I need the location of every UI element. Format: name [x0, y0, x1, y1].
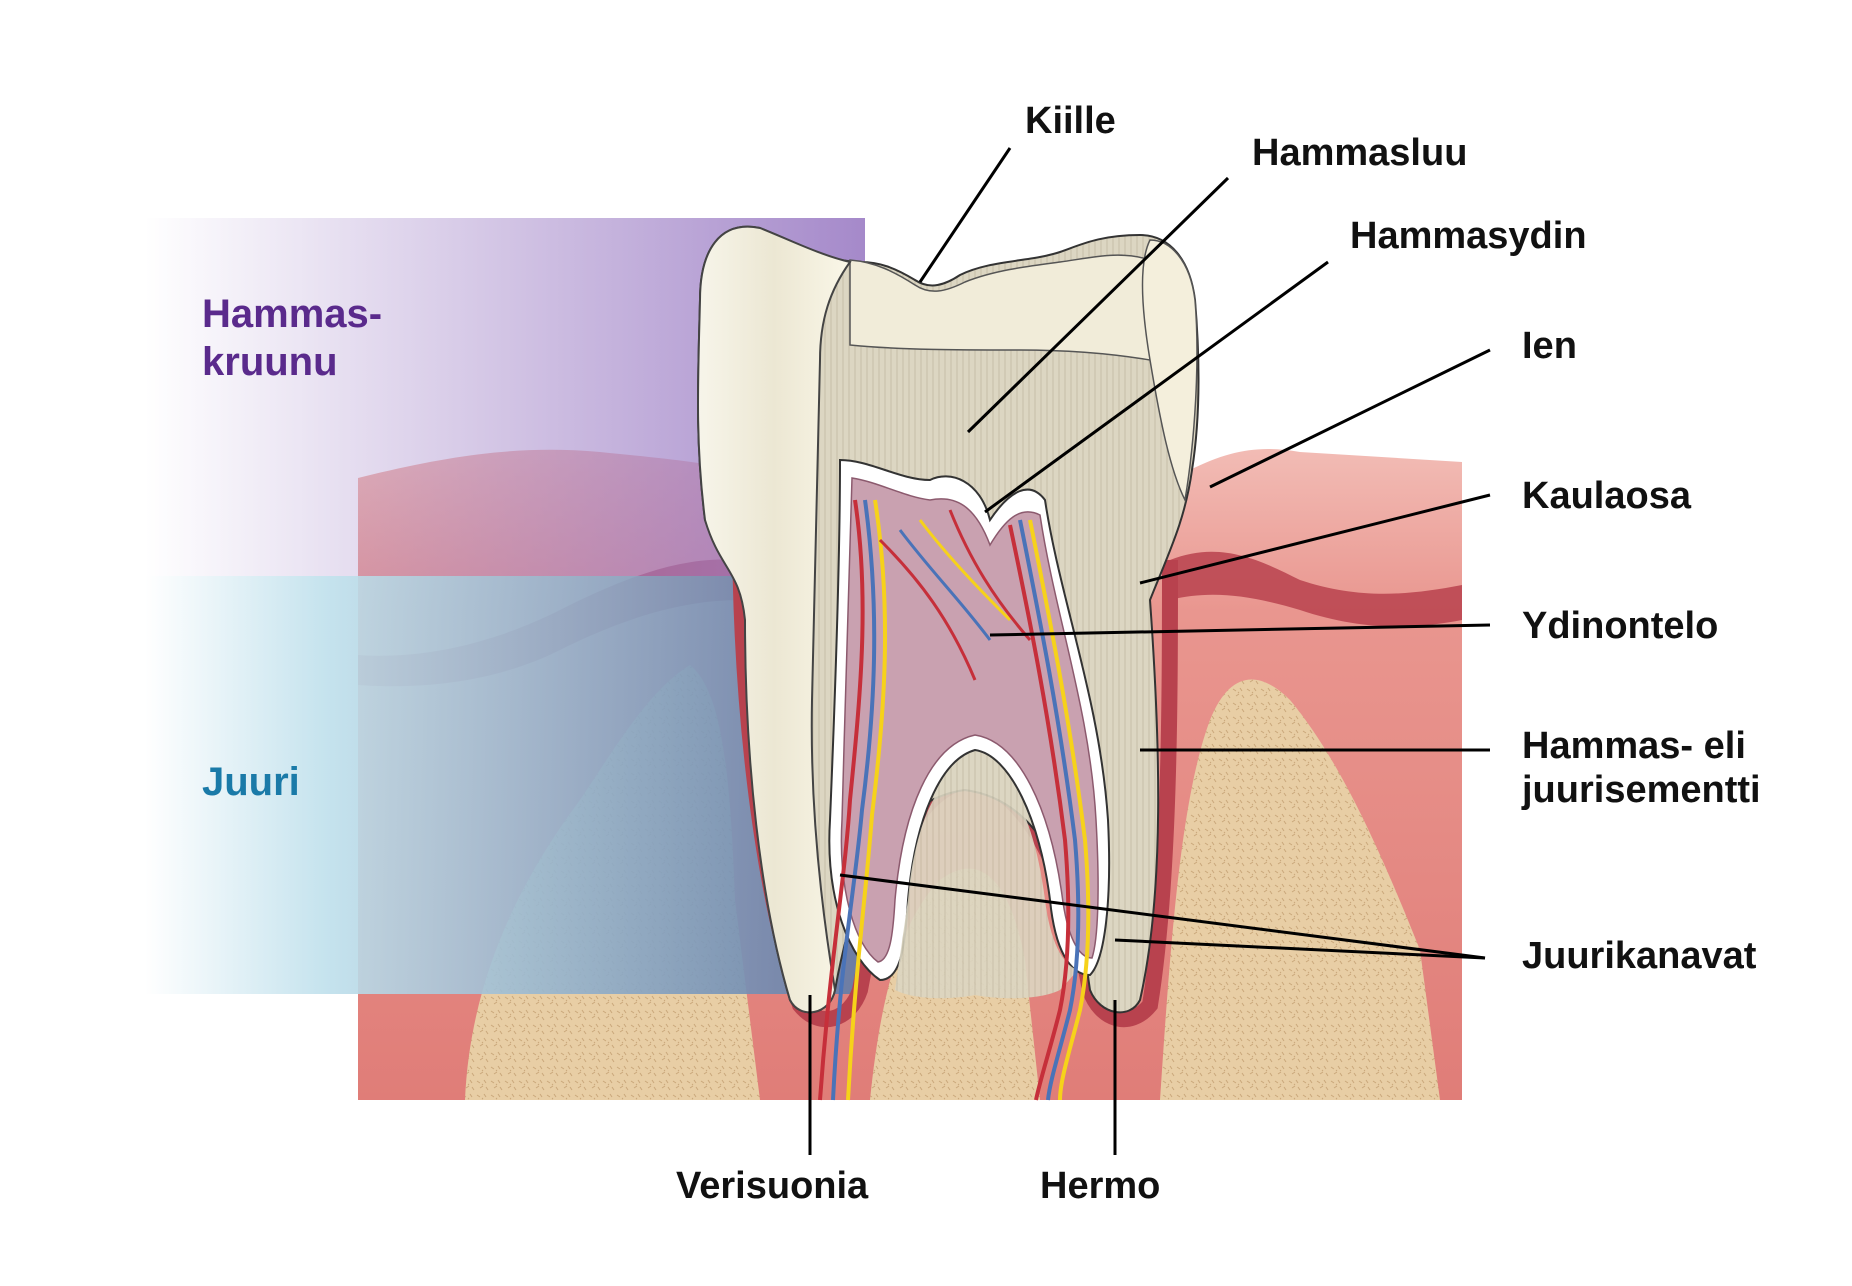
nerve-label: Hermo: [1040, 1165, 1161, 1207]
crown-label-line1: Hammas-: [202, 292, 383, 336]
enamel-label: Kiille: [1025, 100, 1116, 142]
root-label: Juuri: [202, 760, 300, 804]
tooth: [696, 225, 1200, 1101]
dentin-label: Hammasluu: [1252, 132, 1468, 174]
pulp-cavity-label: Ydinontelo: [1522, 605, 1719, 647]
root-canals-label: Juurikanavat: [1522, 935, 1757, 977]
leader-lines: [808, 147, 1491, 1155]
gum-label: Ien: [1522, 325, 1577, 367]
neck-label: Kaulaosa: [1522, 475, 1691, 517]
crown-label: Hammas- kruunu: [202, 290, 382, 386]
cementum-label-line2: juurisementti: [1522, 768, 1761, 811]
pulp-label: Hammasydin: [1350, 215, 1587, 257]
blood-vessels-label: Verisuonia: [676, 1165, 869, 1207]
cementum-label: Hammas- eli juurisementti: [1522, 725, 1761, 812]
cementum-label-line1: Hammas- eli: [1522, 725, 1746, 767]
crown-label-line2: kruunu: [202, 340, 338, 384]
